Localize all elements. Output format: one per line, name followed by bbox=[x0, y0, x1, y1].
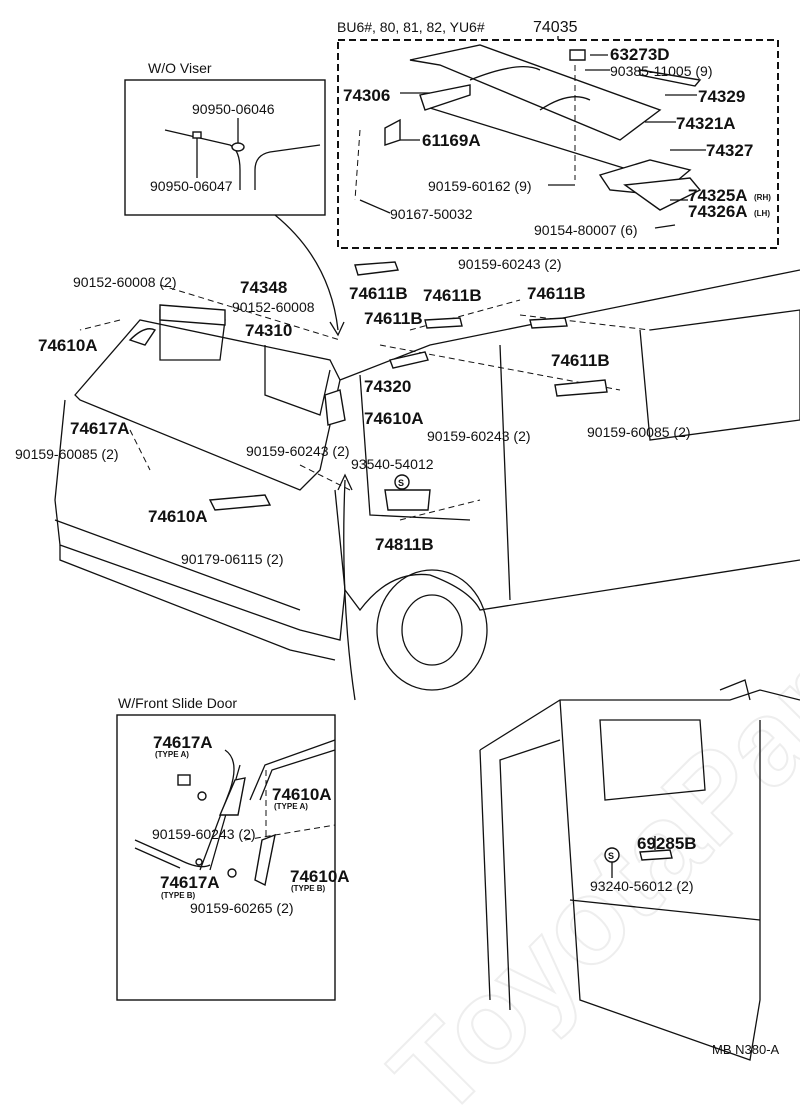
part-label: 93540-54012 bbox=[351, 456, 434, 472]
part-label: 61169A bbox=[422, 131, 481, 150]
diagram-code: MB N380-A bbox=[712, 1042, 780, 1057]
part-label: 90159-60265 (2) bbox=[190, 900, 294, 916]
part-label: 74610A bbox=[272, 785, 332, 804]
part-note: (TYPE A) bbox=[274, 802, 308, 811]
part-note: (TYPE A) bbox=[155, 750, 189, 759]
part-label: 90154-80007 (6) bbox=[534, 222, 638, 238]
part-label: 74811B bbox=[375, 535, 434, 554]
van-body: S 90152-60008 (2) 74348 90152-60008 7431… bbox=[15, 214, 800, 701]
part-label: 74306 bbox=[343, 86, 390, 105]
part-label: 90159-60243 (2) bbox=[458, 256, 562, 272]
part-label: 74611B bbox=[349, 284, 408, 303]
rear-door-view: S 69285B 93240-56012 (2) bbox=[479, 679, 800, 1061]
part-label: 74327 bbox=[706, 141, 753, 160]
part-label: 74325A bbox=[688, 186, 748, 205]
inset-frame bbox=[116, 714, 336, 1001]
part-note: (LH) bbox=[754, 209, 770, 218]
part-label: 90159-60243 (2) bbox=[246, 443, 350, 459]
part-label: 74610A bbox=[364, 409, 424, 428]
part-label: 90950-06047 bbox=[150, 178, 233, 194]
part-label: 74610A bbox=[148, 507, 208, 526]
part-label: 93240-56012 (2) bbox=[590, 878, 694, 894]
part-label: 74610A bbox=[38, 336, 98, 355]
s-mark-icon: S bbox=[398, 478, 404, 488]
part-label: 74348 bbox=[240, 278, 287, 297]
part-label: 90159-60243 (2) bbox=[152, 826, 256, 842]
part-label: 74310 bbox=[245, 321, 292, 340]
part-label: 69285B bbox=[637, 834, 697, 853]
part-label: 90167-50032 bbox=[390, 206, 473, 222]
part-label: 90152-60008 (2) bbox=[73, 274, 177, 290]
part-label: 90385-11005 (9) bbox=[610, 63, 712, 79]
part-label: 74611B bbox=[364, 309, 423, 328]
part-label: 90159-60085 (2) bbox=[587, 424, 691, 440]
part-label: 74321A bbox=[676, 114, 736, 133]
part-label: 90152-60008 bbox=[232, 299, 315, 315]
part-label: 74617A bbox=[70, 419, 130, 438]
part-note: (TYPE B) bbox=[161, 891, 196, 900]
front-slide-door-inset: W/Front Slide Door 74617A (TYPE A) 74610… bbox=[116, 695, 350, 1001]
part-label: 90179-06115 (2) bbox=[181, 551, 283, 567]
part-label: 74611B bbox=[527, 284, 586, 303]
part-note: (TYPE B) bbox=[291, 884, 326, 893]
part-label: 74329 bbox=[698, 87, 745, 106]
without-visor-inset: W/O Viser 90950-06046 90950-06047 bbox=[124, 60, 326, 216]
part-label: 74610A bbox=[290, 867, 350, 886]
roof-spoiler-inset: BU6#, 80, 81, 82, YU6# 74035 63273D 9038… bbox=[337, 19, 779, 249]
part-label: 90950-06046 bbox=[192, 101, 275, 117]
part-label: 74326A bbox=[688, 202, 748, 221]
part-label: 74611B bbox=[551, 351, 610, 370]
part-label: 74035 bbox=[533, 19, 578, 36]
inset-frame bbox=[124, 79, 326, 216]
part-label: 90159-60162 (9) bbox=[428, 178, 532, 194]
model-applicability: BU6#, 80, 81, 82, YU6# bbox=[337, 19, 485, 35]
part-label: 90159-60243 (2) bbox=[427, 428, 531, 444]
part-label: 63273D bbox=[610, 45, 670, 64]
inset-title: W/Front Slide Door bbox=[118, 695, 237, 711]
part-note: (RH) bbox=[754, 193, 771, 202]
s-mark-icon: S bbox=[608, 851, 614, 861]
part-label: 90159-60085 (2) bbox=[15, 446, 119, 462]
part-label: 74617A bbox=[160, 873, 220, 892]
part-label: 74617A bbox=[153, 733, 213, 752]
part-label: 74320 bbox=[364, 377, 411, 396]
part-label: 74611B bbox=[423, 286, 482, 305]
inset-title: W/O Viser bbox=[148, 60, 212, 76]
